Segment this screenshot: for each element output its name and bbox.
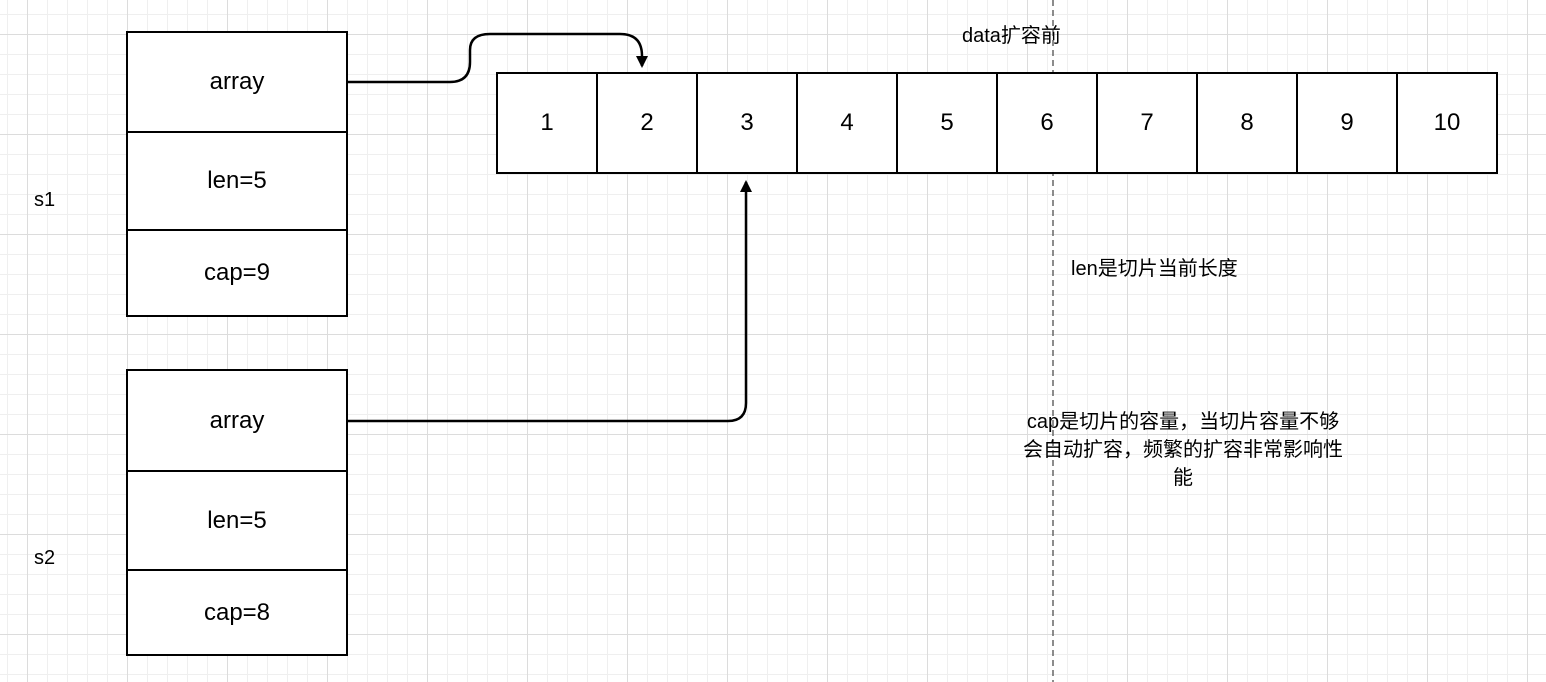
array-cell: 9 <box>1296 74 1396 172</box>
s2-field-len: len=5 <box>128 470 346 569</box>
array-cell: 4 <box>796 74 896 172</box>
array-cell: 5 <box>896 74 996 172</box>
array-cell: 8 <box>1196 74 1296 172</box>
s1-field-array: array <box>209 68 265 95</box>
array-cell: 3 <box>696 74 796 172</box>
s1-array-pointer-arrow <box>348 32 648 84</box>
s1-struct-box: array len=5 cap=9 <box>126 31 348 317</box>
s2-field-cap: cap=8 <box>128 569 346 654</box>
s1-label: s1 <box>34 189 56 211</box>
backing-array: 1 2 3 4 5 6 7 8 9 10 <box>496 72 1498 174</box>
array-cell: 7 <box>1096 74 1196 172</box>
array-cell: 6 <box>996 74 1096 172</box>
cap-note-line: cap是切片的容量，当切片容量不够 <box>1026 411 1340 433</box>
array-cell: 10 <box>1396 74 1496 172</box>
cap-note: cap是切片的容量，当切片容量不够 会自动扩容，频繁的扩容非常影响性 能 <box>983 408 1383 492</box>
s1-field-len: len=5 <box>128 131 346 229</box>
s1-field-cap: cap=9 <box>128 229 346 315</box>
array-cell: 2 <box>596 74 696 172</box>
array-title: data扩容前 <box>962 25 1061 47</box>
s2-struct-box: array len=5 cap=8 <box>126 369 348 656</box>
len-note: len是切片当前长度 <box>1071 258 1238 280</box>
s2-label: s2 <box>34 547 56 569</box>
cap-note-line: 能 <box>1173 467 1193 489</box>
array-cell: 1 <box>540 109 554 136</box>
s2-field-array: array <box>209 406 265 434</box>
cap-note-line: 会自动扩容，频繁的扩容非常影响性 <box>1023 439 1343 461</box>
s2-array-pointer-arrow <box>348 180 752 423</box>
